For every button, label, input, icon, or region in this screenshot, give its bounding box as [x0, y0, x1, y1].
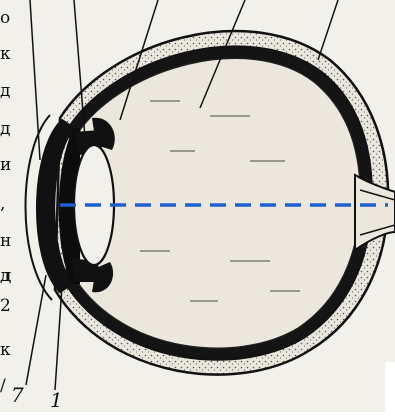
margin-char-5: и: [0, 157, 11, 174]
figure-label-7: 7: [11, 383, 24, 407]
margin-char-11: /: [0, 378, 6, 395]
margin-char-1: о: [0, 10, 10, 27]
margin-char-3: д: [0, 83, 10, 100]
margin-char-2: к: [0, 46, 11, 63]
margin-char-10: к: [0, 342, 11, 359]
margin-char-4: д: [0, 121, 10, 138]
margin-char-7: н: [0, 233, 11, 250]
margin-char-6: ,: [0, 196, 5, 213]
margin-char-8: д: [0, 268, 11, 285]
scan-corner-patch: [385, 362, 395, 412]
figure-label-1: 1: [50, 388, 63, 412]
margin-char-9: 2: [0, 298, 11, 315]
